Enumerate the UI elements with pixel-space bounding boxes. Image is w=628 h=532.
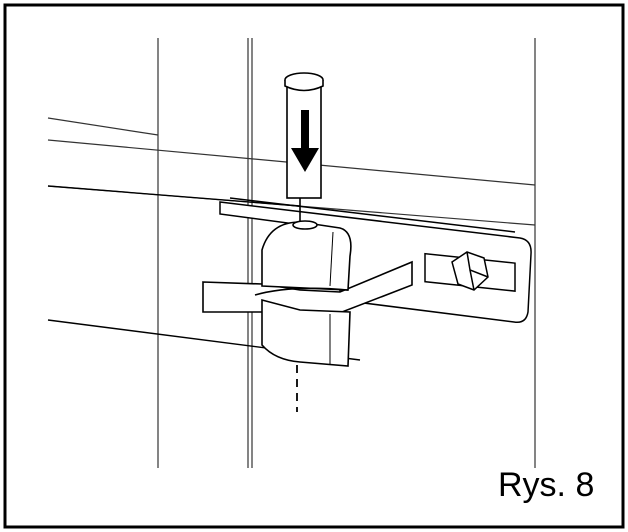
background-posts [47,38,536,468]
hex-bolt-icon [451,251,489,291]
figure-frame [3,3,625,529]
hinge-bracket [202,221,413,367]
figure-label: Rys. 8 [498,466,595,504]
down-arrow-icon [291,110,319,172]
